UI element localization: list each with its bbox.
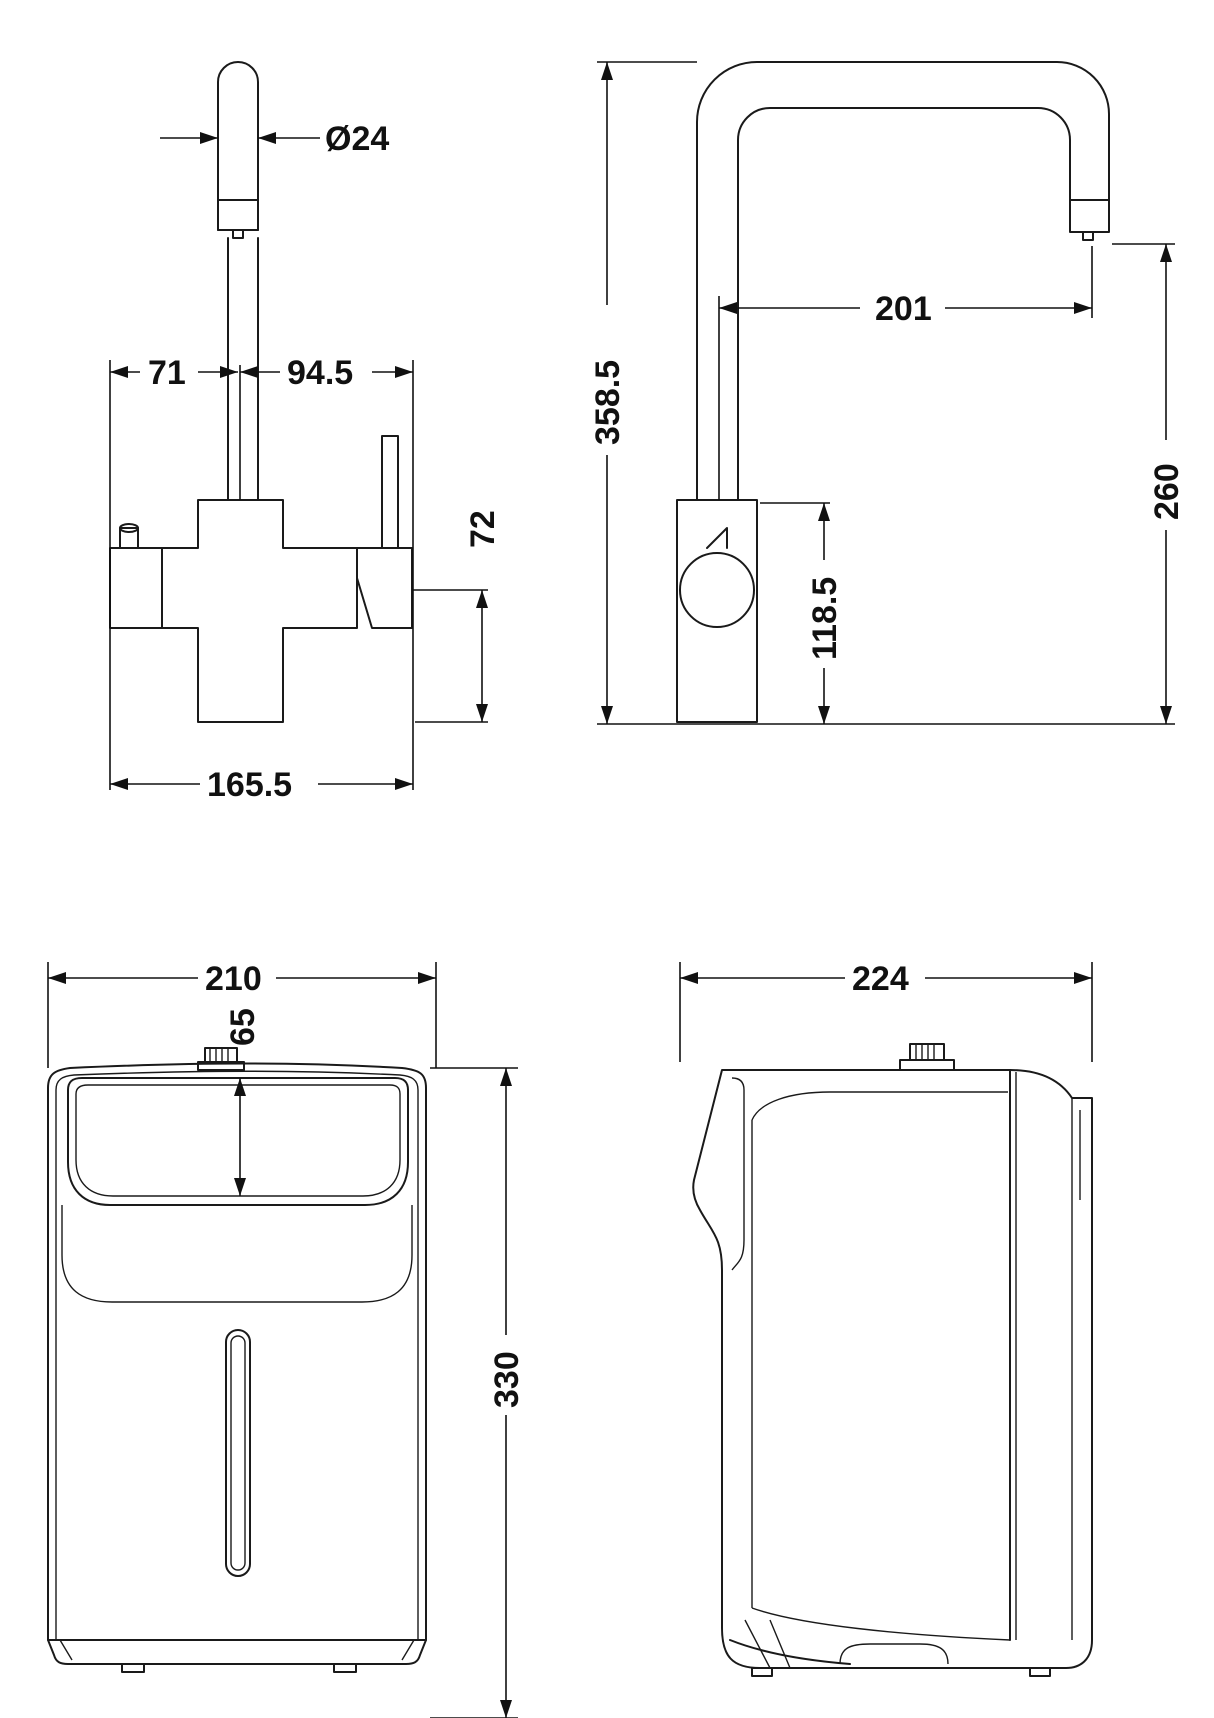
tap-front-body: [109, 499, 358, 723]
dim-tank-width: 210: [205, 960, 262, 998]
dim-base-width: 165.5: [207, 766, 292, 804]
dim-tank-connector: 65: [224, 1008, 262, 1046]
tap-side-view: 358.5 201 260 118.5: [589, 61, 1186, 725]
tank-side-connector: [909, 1043, 945, 1061]
tank-side-view: 224: [679, 960, 1093, 1677]
tank-front-view: 210 65 330: [47, 960, 526, 1718]
dim-left-offset: 71: [148, 354, 186, 392]
dim-spout-reach: 201: [875, 290, 932, 328]
dim-spout-diameter: Ø24: [325, 120, 389, 158]
dim-right-offset: 94.5: [287, 354, 353, 392]
tank-front-body: [47, 1062, 427, 1641]
dim-overall-height: 358.5: [589, 360, 627, 445]
dim-body-height-side: 118.5: [806, 577, 844, 660]
tap-side-body: [676, 499, 758, 723]
dim-tank-depth: 224: [852, 960, 909, 998]
dim-spout-height: 260: [1148, 463, 1186, 520]
tap-front-spout: [217, 61, 259, 201]
tap-side-spout: [696, 61, 1110, 501]
dim-tank-height: 330: [488, 1351, 526, 1408]
tap-front-view: Ø24 71 94.5 72 165.5: [109, 61, 502, 804]
tank-side-body: [692, 1069, 1093, 1669]
dim-body-height: 72: [464, 510, 502, 548]
